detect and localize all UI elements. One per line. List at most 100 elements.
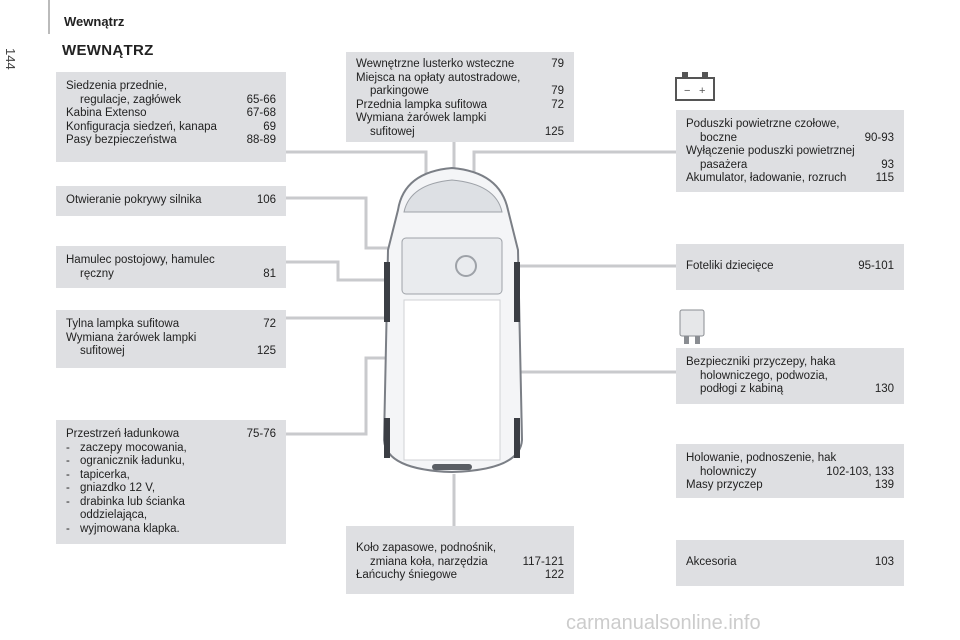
entry-text: Poduszki powietrzne czołowe,	[686, 118, 840, 130]
entry-row: ręczny 81	[66, 268, 276, 282]
entry-page: 122	[544, 569, 564, 581]
entry-page: 65-66	[246, 93, 276, 106]
entry-row: Holowanie, podnoszenie, hak	[686, 452, 894, 466]
entry-page: 72	[263, 318, 276, 330]
entry-row: Bezpieczniki przyczepy, haka	[686, 356, 894, 370]
cargo-heading: Przestrzeń ładunkowa 75-76	[66, 428, 276, 440]
entry-text: regulacje, zagłówek	[80, 93, 182, 106]
entry-page: 69	[263, 120, 276, 133]
cargo-bullets: -zaczepy mocowania,-ogranicznik ładunku,…	[66, 442, 276, 537]
entry-row: Miejsca na opłaty autostradowe,	[356, 72, 564, 86]
entry-row: Wyłączenie poduszki powietrznej	[686, 145, 894, 159]
entry-text: Hamulec postojowy, hamulec	[66, 254, 215, 266]
box-cargo: Przestrzeń ładunkowa 75-76 -zaczepy moco…	[56, 420, 286, 544]
bullet-dash: -	[66, 482, 70, 494]
entry-page: 72	[551, 98, 564, 111]
entry-row: holowniczego, podwozia,	[686, 370, 894, 384]
entry-text: Holowanie, podnoszenie, hak	[686, 452, 837, 464]
cargo-bullet: -ogranicznik ładunku,	[66, 455, 276, 469]
van-illustration	[382, 166, 524, 474]
entry-text: ręczny	[80, 267, 114, 280]
entry-page: 79	[551, 58, 564, 70]
entry-text: Akcesoria	[686, 556, 737, 568]
entry-text: Siedzenia przednie,	[66, 80, 168, 92]
cargo-bullet: -drabinka lub ścianka oddzielająca,	[66, 496, 276, 523]
entry-row: Konfiguracja siedzeń, kanapa 69	[66, 121, 276, 135]
bullet-text: wyjmowana klapka.	[80, 522, 180, 535]
entry-text: Akumulator, ładowanie, rozruch	[686, 172, 847, 184]
entry-row: Hamulec postojowy, hamulec	[66, 254, 276, 268]
entry-page: 125	[256, 345, 276, 357]
entry-page: 106	[256, 194, 276, 206]
bullet-dash: -	[66, 441, 70, 454]
entry-page: 125	[544, 125, 564, 138]
bullet-text: tapicerka,	[80, 468, 130, 481]
entry-page: 90-93	[864, 131, 894, 144]
bullet-text: zaczepy mocowania,	[80, 441, 187, 454]
battery-icon: − +	[675, 72, 715, 101]
entry-text: sufitowej	[370, 125, 415, 138]
entry-text: Przednia lampka sufitowa	[356, 98, 488, 111]
entry-text: parkingowe	[370, 85, 429, 97]
entry-row: Pasy bezpieczeństwa 88-89	[66, 134, 276, 148]
header-bar	[48, 0, 50, 34]
entry-text: podłogi z kabiną	[700, 383, 784, 395]
entry-row: Koło zapasowe, podnośnik,	[356, 542, 564, 556]
entry-row: Siedzenia przednie,	[66, 80, 276, 94]
entry-text: Masy przyczep	[686, 479, 763, 491]
entry-page: 88-89	[246, 134, 276, 146]
entry-text: Wyłączenie poduszki powietrznej	[686, 145, 855, 157]
entry-page: 95-101	[858, 260, 894, 272]
entry-text: Wymiana żarówek lampki	[356, 112, 487, 124]
entry-row: Wymiana żarówek lampki	[66, 332, 276, 346]
entry-text: Tylna lampka sufitowa	[66, 318, 180, 330]
entry-text: holowniczego, podwozia,	[700, 369, 828, 382]
watermark: carmanualsonline.info	[566, 612, 761, 634]
battery-minus: −	[684, 85, 690, 97]
entry-text: sufitowej	[80, 345, 125, 357]
entry-text: Konfiguracja siedzeń, kanapa	[66, 120, 217, 133]
entry-text: pasażera	[700, 158, 748, 171]
entry-page: 115	[875, 172, 894, 184]
cargo-bullet: -tapicerka,	[66, 469, 276, 483]
entry-page: 81	[263, 267, 276, 280]
box-seats: Siedzenia przednie,regulacje, zagłówek 65…	[56, 72, 286, 162]
bullet-dash: -	[66, 522, 70, 535]
entry-text: Wymiana żarówek lampki	[66, 331, 197, 344]
entry-text: Miejsca na opłaty autostradowe,	[356, 71, 521, 84]
bullet-text: gniazdko 12 V,	[80, 482, 156, 494]
entry-row: regulacje, zagłówek 65-66	[66, 94, 276, 108]
entry-row: sufitowej 125	[66, 345, 276, 359]
bullet-text: ogranicznik ładunku,	[80, 455, 185, 467]
entry-row: Przednia lampka sufitowa 72	[356, 99, 564, 113]
entry-text: Bezpieczniki przyczepy, haka	[686, 356, 836, 368]
entry-text: Pasy bezpieczeństwa	[66, 134, 177, 146]
cargo-bullet: -gniazdko 12 V,	[66, 482, 276, 496]
entry-row: Akumulator, ładowanie, rozruch 115	[686, 172, 894, 186]
entry-text: zmiana koła, narzędzia	[370, 555, 488, 568]
battery-plus: +	[699, 85, 705, 97]
bullet-dash: -	[66, 468, 70, 481]
bullet-dash: -	[66, 495, 70, 508]
section-header: Wewnątrz	[64, 14, 125, 29]
bullet-dash: -	[66, 455, 70, 467]
